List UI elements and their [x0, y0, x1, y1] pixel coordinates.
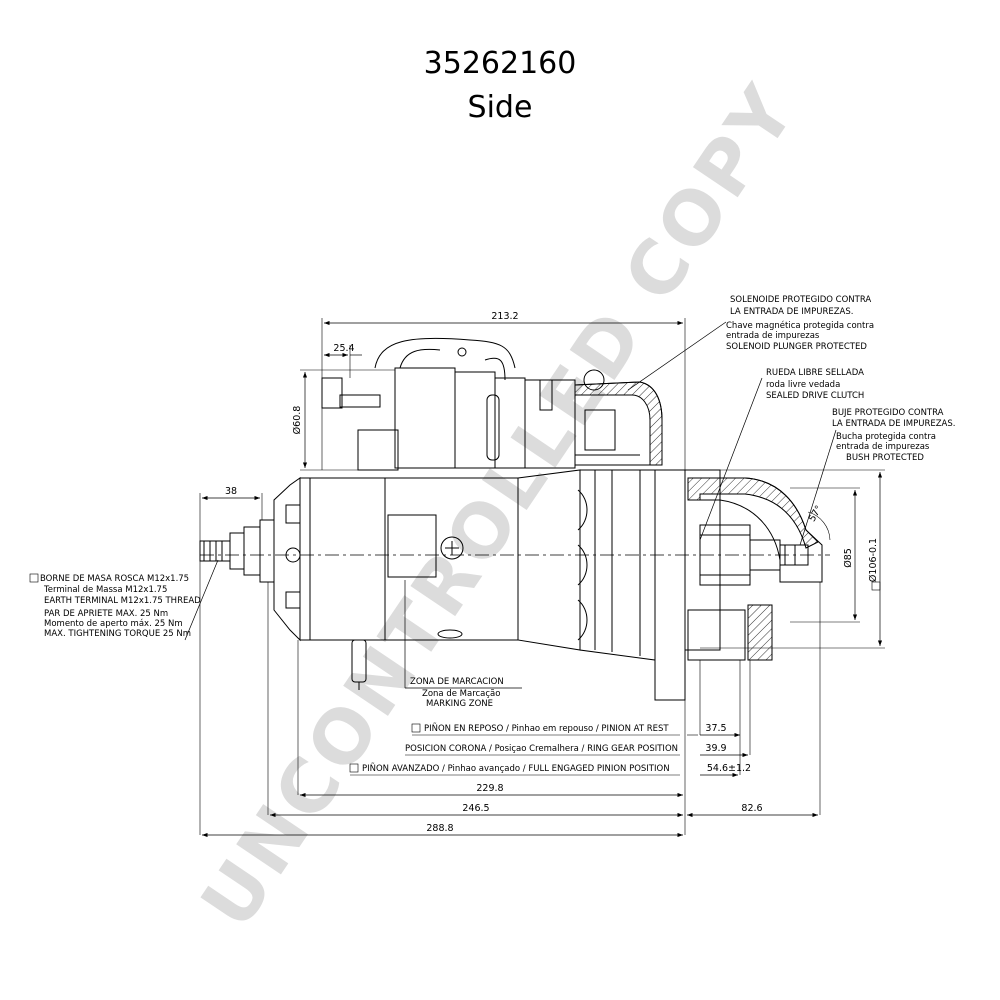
label-pinion-engaged: PIÑON AVANZADO / Pinhao avançado / FULL … — [362, 763, 670, 774]
dim-pinion-engaged: 54.6±1.2 — [707, 763, 751, 774]
earth-terminal — [199, 519, 275, 583]
dim-pinion-rest: 37.5 — [705, 723, 726, 734]
label-terminal-1: BORNE DE MASA ROSCA M12x1.75 — [40, 574, 189, 584]
dim-length-229: 229.8 — [476, 783, 503, 794]
view-title: Side — [467, 90, 533, 125]
label-clutch-1: RUEDA LIBRE SELLADA — [766, 368, 864, 378]
label-terminal-4: PAR DE APRIETE MAX. 25 Nm — [44, 609, 168, 619]
label-bush-4: entrada de impurezas — [836, 442, 930, 452]
label-clutch-2: roda livre vedada — [766, 380, 840, 390]
label-terminal-3: EARTH TERMINAL M12x1.75 THREAD — [44, 596, 201, 606]
nose-housing — [687, 477, 823, 661]
watermark: UNCONTROLLED COPY — [185, 69, 814, 943]
commutator-end-housing — [273, 477, 301, 642]
dim-flange-length: 82.6 — [741, 803, 762, 814]
drive-housing — [517, 469, 721, 701]
label-clutch-3: SEALED DRIVE CLUTCH — [766, 391, 864, 401]
label-marking-2: Zona de Marcação — [422, 689, 500, 699]
dim-solenoid-diameter: Ø60.8 — [292, 406, 303, 435]
label-marking-1: ZONA DE MARCACION — [410, 677, 504, 687]
label-bush-3: Bucha protegida contra — [836, 432, 936, 442]
label-terminal-5: Momento de aperto máx. 25 Nm — [44, 619, 183, 629]
label-bush-1: BUJE PROTEGIDO CONTRA — [832, 408, 944, 418]
label-marking-3: MARKING ZONE — [426, 699, 493, 709]
label-terminal-6: MAX. TIGHTENING TORQUE 25 Nm — [44, 629, 191, 639]
label-solenoid-3: Chave magnética protegida contra — [726, 320, 874, 331]
label-solenoid-4: entrada de impurezas — [726, 331, 820, 341]
label-solenoid-5: SOLENOID PLUNGER PROTECTED — [726, 342, 867, 352]
label-bush-5: BUSH PROTECTED — [846, 453, 924, 463]
label-solenoid-1: SOLENOIDE PROTEGIDO CONTRA — [730, 295, 871, 305]
dim-terminal-length: 38 — [225, 486, 237, 497]
dim-length-288: 288.8 — [426, 823, 453, 834]
dim-flange-diameter: Ø106-0.1 — [868, 538, 879, 582]
dim-solenoid-offset: 25.4 — [333, 343, 354, 354]
label-solenoid-2: LA ENTRADA DE IMPUREZAS. — [730, 307, 853, 317]
label-ring-gear: POSICION CORONA / Posiçao Cremalhera / R… — [405, 744, 678, 754]
dim-overall-top: 213.2 — [491, 311, 518, 322]
dim-length-246: 246.5 — [462, 803, 489, 814]
part-number-title: 35262160 — [423, 46, 577, 81]
dim-pilot-diameter: Ø85 — [843, 548, 854, 568]
label-pinion-rest: PIÑON EN REPOSO / Pinhao em repouso / PI… — [424, 723, 669, 734]
label-bush-2: LA ENTRADA DE IMPUREZAS. — [832, 419, 955, 429]
label-terminal-2: Terminal de Massa M12x1.75 — [43, 585, 167, 595]
dim-ring-gear: 39.9 — [705, 743, 726, 754]
